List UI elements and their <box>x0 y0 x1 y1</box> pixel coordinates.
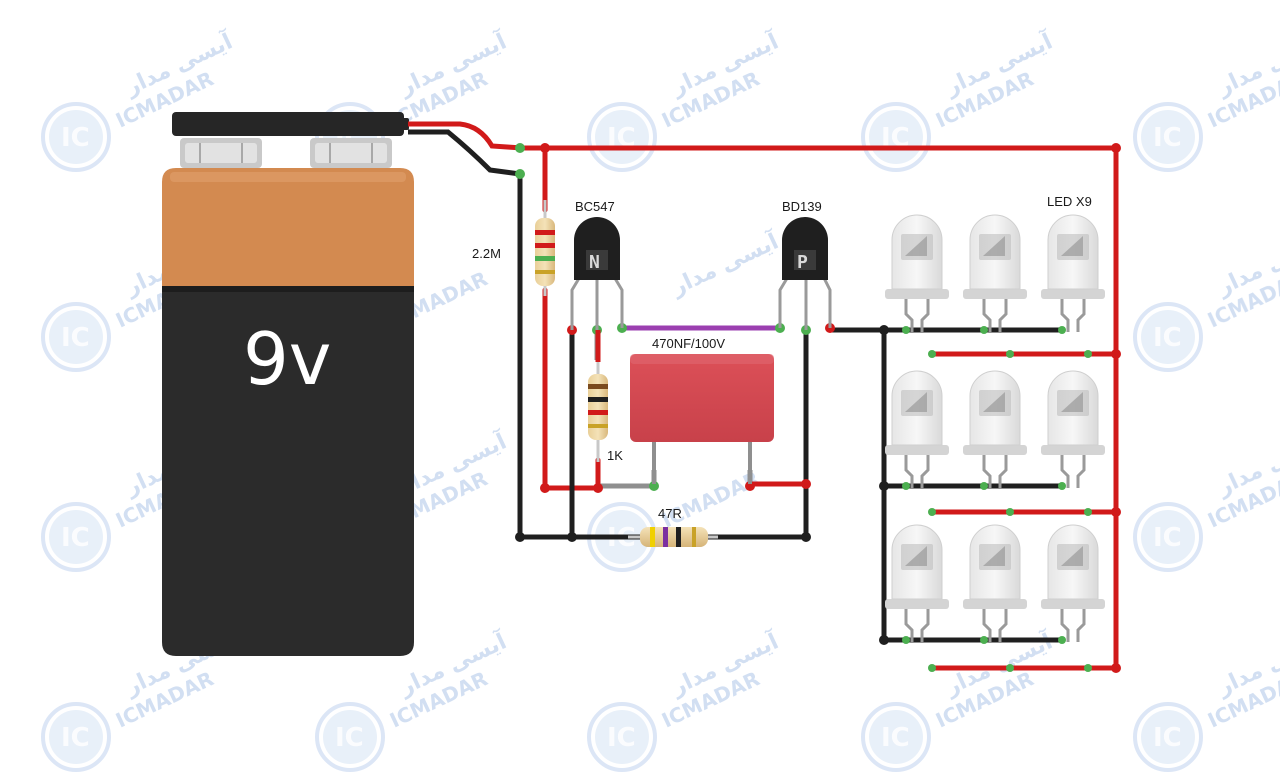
watermark-logo-text: IC <box>1153 723 1182 753</box>
watermark-logo-text: IC <box>1153 523 1182 553</box>
led-array <box>883 213 1107 644</box>
led-array-label: LED X9 <box>1047 194 1092 209</box>
transistor-npn-label: BC547 <box>575 199 615 214</box>
resistor-47r-icon <box>628 527 718 547</box>
capacitor-label: 470NF/100V <box>652 336 725 351</box>
led-icon <box>883 523 951 644</box>
led-icon <box>883 369 951 490</box>
led-icon <box>1039 213 1107 334</box>
watermark-logo-text: IC <box>1153 323 1182 353</box>
watermark-logo-text: IC <box>61 723 90 753</box>
led-icon <box>883 213 951 334</box>
battery-terminal-icon <box>180 138 262 168</box>
watermark-brand: ICMADAR <box>658 466 763 532</box>
battery-9v: 9v <box>162 112 414 656</box>
battery-negative-lead <box>408 129 521 177</box>
led-junctions <box>902 326 1092 672</box>
watermark-brand-fa: آیسی مدار <box>666 226 783 300</box>
led-icon <box>961 213 1029 334</box>
battery-terminal-icon <box>310 138 392 168</box>
watermark-logo-text: IC <box>1153 123 1182 153</box>
capacitor-icon <box>630 354 774 484</box>
transistor-npn-letter: N <box>589 252 600 273</box>
wire-junctions <box>515 143 1121 673</box>
watermark-logo-text: IC <box>881 723 910 753</box>
resistor-2m2-label: 2.2M <box>472 246 501 261</box>
watermark-logo-text: IC <box>61 523 90 553</box>
transistor-pnp-letter: P <box>797 252 808 273</box>
battery-positive-lead <box>408 121 523 151</box>
watermark-logo-text: IC <box>335 723 364 753</box>
watermark-logo-text: IC <box>61 123 90 153</box>
resistor-2m2-icon <box>535 200 555 296</box>
watermark-logo-text: IC <box>61 323 90 353</box>
resistor-1k-icon <box>588 330 608 462</box>
transistor-npn-icon <box>570 217 624 330</box>
led-icon <box>961 523 1029 644</box>
led-icon <box>1039 523 1107 644</box>
led-icon <box>1039 369 1107 490</box>
battery-voltage-label: 9v <box>243 317 331 401</box>
transistor-pnp-icon <box>778 217 832 330</box>
resistor-1k-label: 1K <box>607 448 623 463</box>
led-icon <box>961 369 1029 490</box>
watermark-logo-text: IC <box>607 723 636 753</box>
resistor-47r-label: 47R <box>658 506 682 521</box>
transistor-pnp-label: BD139 <box>782 199 822 214</box>
